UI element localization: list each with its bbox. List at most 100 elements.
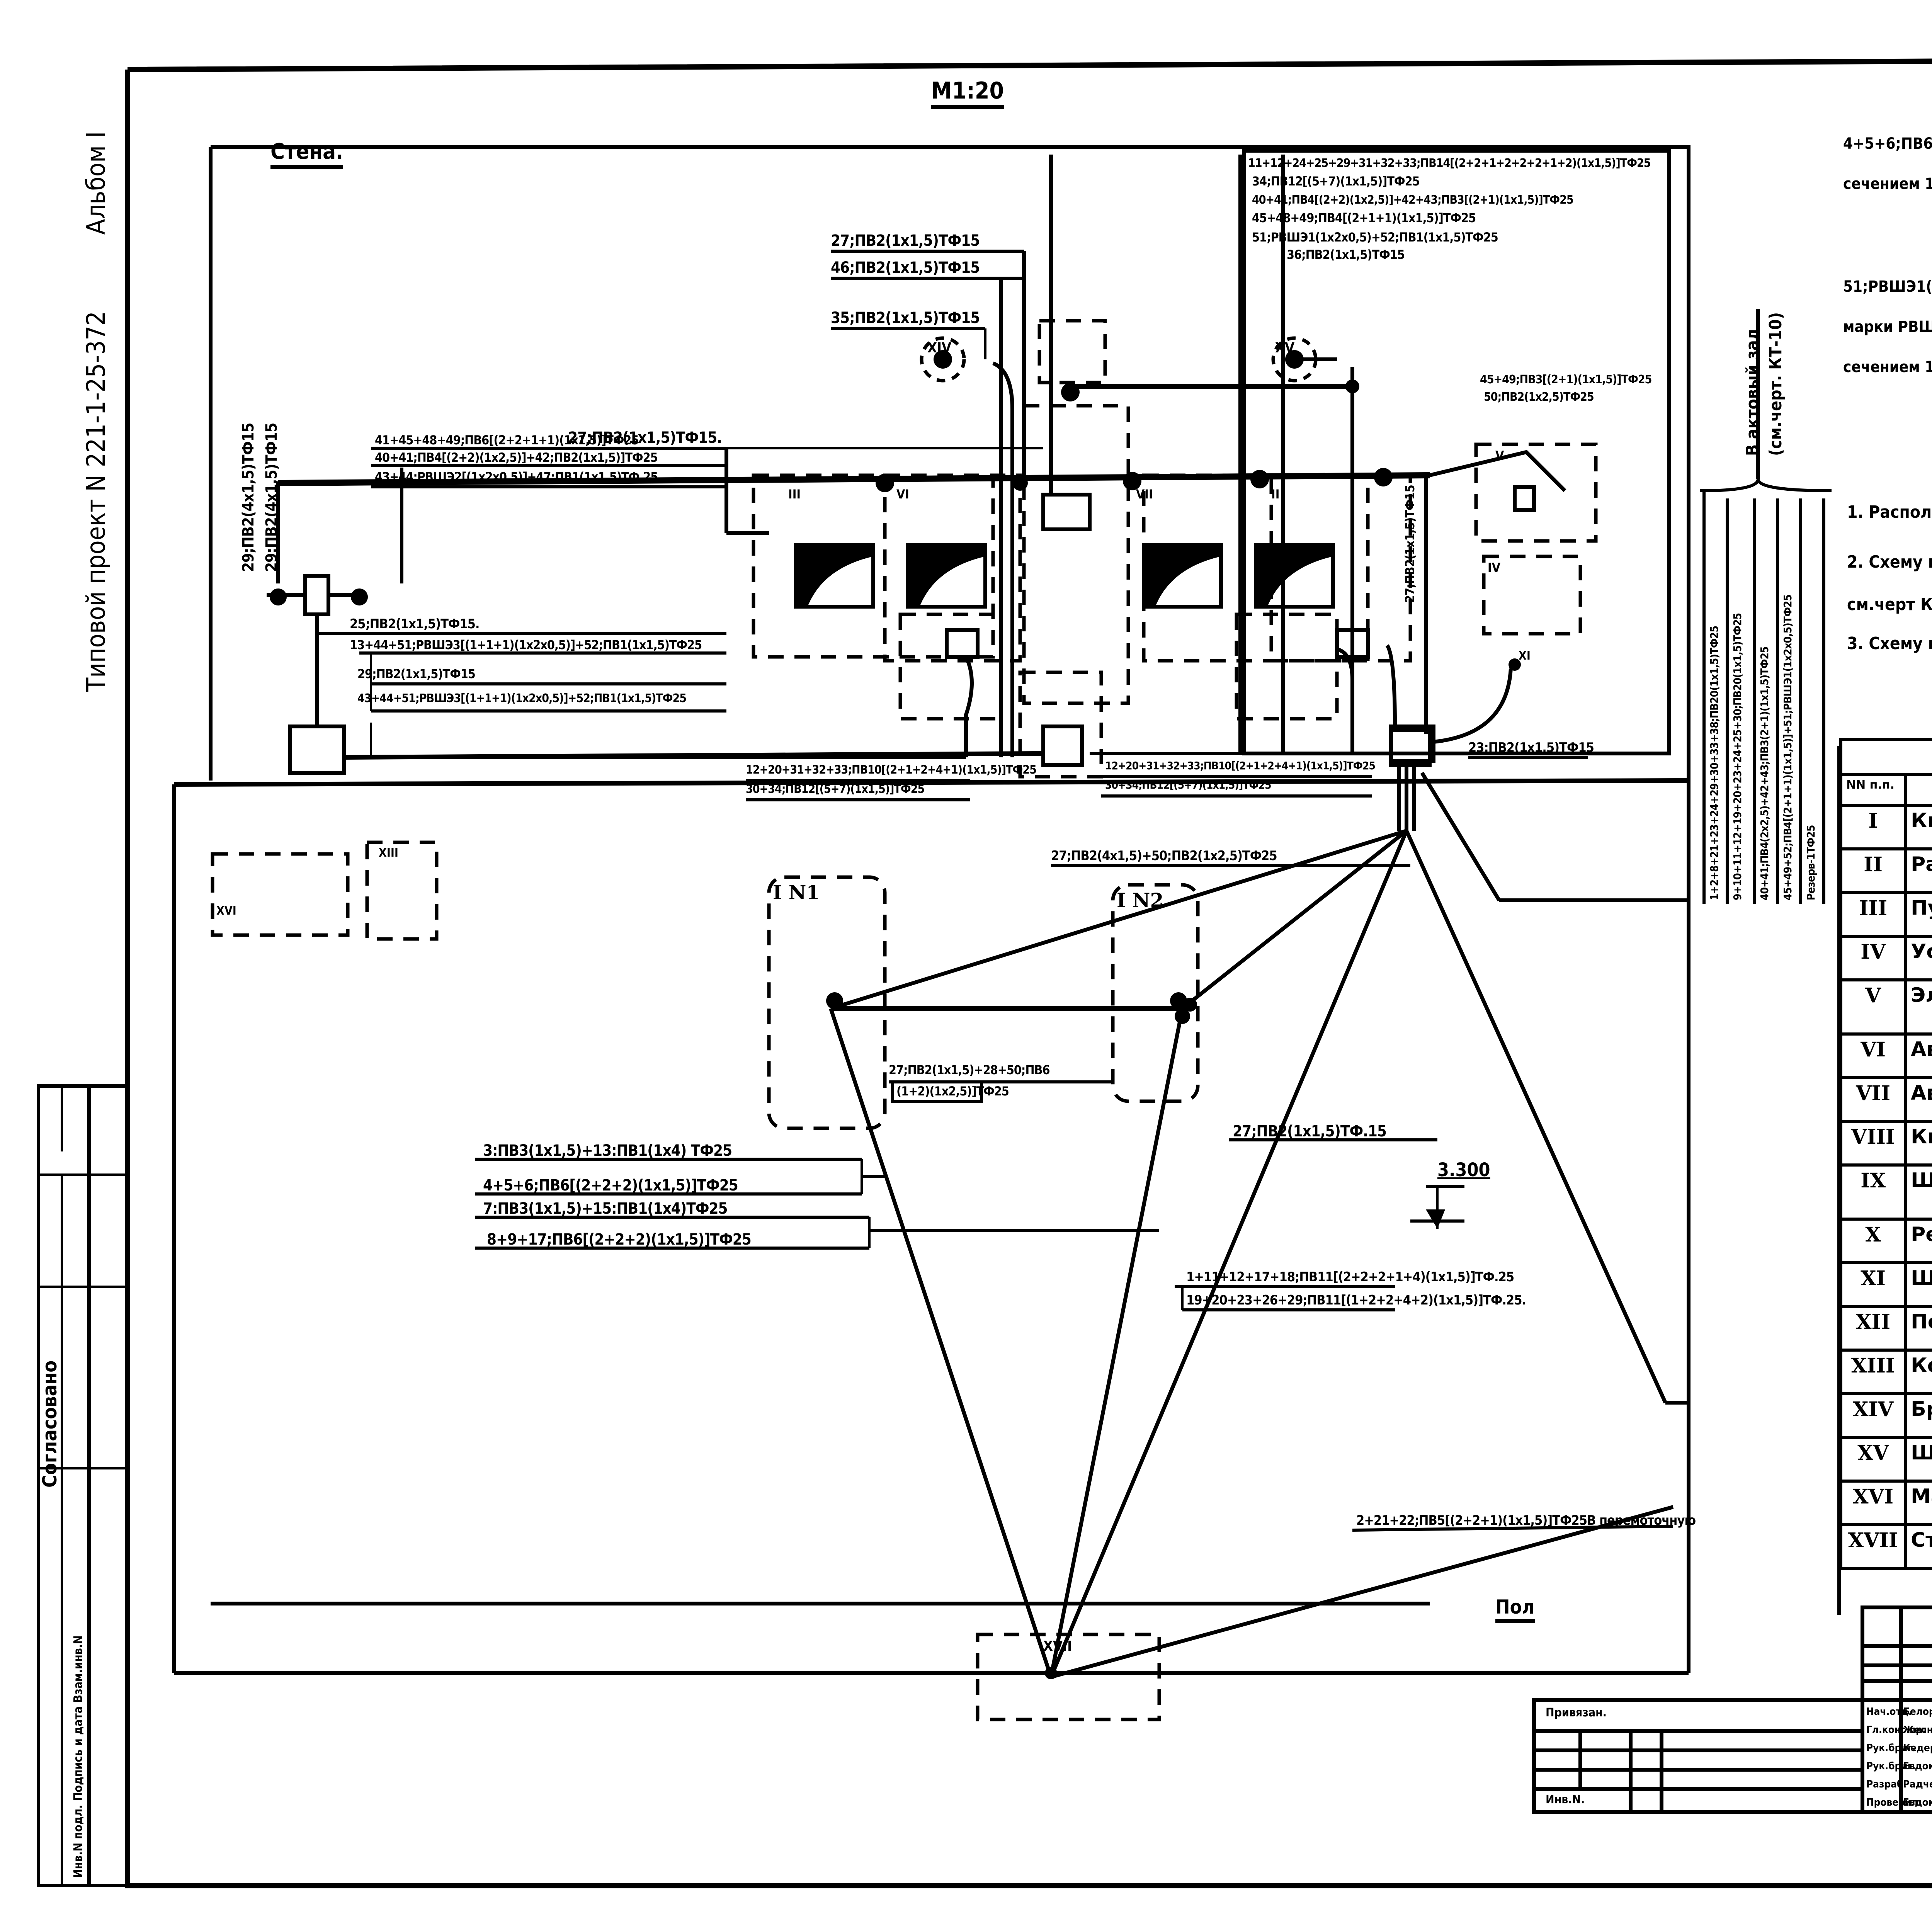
equipment-row: XIVБра2БХВ-00 [1839, 1392, 1932, 1439]
tag-XVI[interactable]: XVI [216, 904, 236, 918]
equipment-num: I [1839, 804, 1907, 850]
equipment-row: IXШкаф усилителя150У-155Из комплекта "Зв… [1839, 1163, 1932, 1221]
equipment-num: XIV [1839, 1392, 1907, 1439]
equipment-name: Кнопка выключения автозаслонок [1904, 1120, 1932, 1167]
signature-role: Рук.бриг. [1866, 1742, 1916, 1754]
equipment-name: Стол рабочий. [1904, 1523, 1932, 1570]
assembly-hall-label-2: (см.черт. КТ-10) [1766, 312, 1786, 456]
equipment-table-body: IКинопроектор широкоэкранный.2"Ксенон-1М… [1839, 804, 1932, 1570]
hall-bundle-label: 9+10+11+12+19+20+23+24+25+30;ПВ20(1х1,5)… [1731, 613, 1744, 900]
equipment-num: VIII [1839, 1120, 1907, 1167]
tag-XI[interactable]: XI [1519, 649, 1531, 663]
cable-label: 27;ПВ2(4х1,5)+50;ПВ2(1х2,5)ТФ25 [1051, 848, 1277, 864]
tag-projector-2[interactable]: I N2 [1117, 889, 1164, 912]
equipment-row: VIАвтозаслонка смотрового окна.216-ЗСО-1… [1839, 1032, 1932, 1079]
equipment-num: XIII [1839, 1349, 1907, 1395]
wall-label: Стена. [270, 139, 344, 169]
cable-label: 50;ПВ2(1х2,5)ТФ25 [1484, 390, 1594, 404]
bound-label: Привязан. [1546, 1706, 1607, 1719]
cable-label: 4+5+6;ПВ6[(2+2+2)(1х1,5)]ТФ25 [483, 1177, 738, 1194]
col-header-name: Наименование [1904, 773, 1932, 807]
junction-box [1389, 728, 1432, 767]
tag-projector-1[interactable]: I N1 [773, 881, 820, 904]
equipment-num: XI [1839, 1261, 1907, 1308]
tag-III[interactable]: III [788, 487, 801, 502]
equipment-num: XVI [1839, 1480, 1907, 1526]
cable-label: 8+9+17;ПВ6[(2+2+2)(1х1,5)]ТФ25 [487, 1231, 752, 1248]
tag-XV[interactable]: XV [1275, 340, 1295, 356]
cable-label: 1+11+12+17+18;ПВ11[(2+2+2+1+4)(1х1,5)]ТФ… [1186, 1269, 1514, 1285]
tag-II[interactable]: II [1271, 487, 1280, 502]
equipment-num: XVII [1839, 1523, 1907, 1570]
equipment-num: V [1839, 978, 1907, 1036]
room-wall-middle [173, 778, 1689, 787]
cable-label: 45+48+49;ПВ4[(2+1+1)(1х1,5)]ТФ25 [1252, 211, 1476, 225]
signature-name: Желновский [1903, 1724, 1932, 1736]
signature-role: Рук.бриг. [1866, 1760, 1916, 1772]
equipment-num: IX [1839, 1163, 1907, 1221]
floor-label: Пол [1495, 1596, 1535, 1623]
hall-bundle-label: 45+49+52;ПВ4[(2+1+1)(1х1,5)]+51;РВШЭ1(1х… [1781, 595, 1794, 900]
equipment-row: VIIIКнопка выключения автозаслонок1Е.93.… [1839, 1120, 1932, 1167]
equipment-row: XIIIКонтрольный громкоговоритель2Абонент… [1839, 1349, 1932, 1395]
equipment-row: IIIПульт дистанционного управления.255ПД… [1839, 891, 1932, 938]
level-mark: 3.300 [1437, 1159, 1490, 1181]
equipment-num: XV [1839, 1436, 1907, 1483]
tag-VI[interactable]: VI [896, 487, 909, 502]
tag-VII[interactable]: VII [1136, 487, 1153, 502]
project-caption: Типовой проект N 221-1-25-372 Альбом I [81, 131, 111, 692]
signature-name: Радченко [1903, 1779, 1932, 1790]
equipment-row: XVIIСтол рабочий.1 [1839, 1523, 1932, 1570]
hall-bundle-label: Резерв-1ТФ25 [1804, 825, 1817, 900]
equipment-name: Распределительное устройство [1904, 847, 1932, 894]
cable-label: 7:ПВ3(1х1,5)+15:ПВ1(1х4)ТФ25 [483, 1200, 728, 1218]
equipment-name: Автозаслонка смотрового окна. [1904, 1032, 1932, 1079]
equipment-name: Переходная коробка. [1904, 1305, 1932, 1352]
cable-block-frame [1242, 149, 1671, 755]
equipment-name: Электропитающее устройство. [1904, 978, 1932, 1036]
equipment-num: XII [1839, 1305, 1907, 1352]
tag-XIV[interactable]: XIV [927, 340, 952, 356]
equipment-num: VI [1839, 1032, 1907, 1079]
note-item-1: 1. Расположение и привязку оборудования … [1847, 502, 1932, 522]
tag-IV[interactable]: IV [1488, 560, 1500, 575]
equipment-num: III [1839, 891, 1907, 938]
cable-label: 19+20+23+26+29;ПВ11[(1+2+2+4+2)(1х1,5)]Т… [1186, 1293, 1526, 1308]
tag-XIII[interactable]: XIII [379, 846, 398, 860]
hall-bundle-label: 40+41;ПВ4(2х2,5)+42+43;ПВ3(2+1)(1х1,5)ТФ… [1758, 646, 1771, 900]
equipment-name: Устройство автоматизации кинопоказа. [1904, 935, 1932, 981]
cable-label: 41+45+48+49;ПВ6[(2+2+1+1)(1х1,5)]ТФ25 [375, 433, 639, 447]
equipment-name: Штепсельная розетка [1904, 1436, 1932, 1483]
tag-XVII[interactable]: XVII [1043, 1638, 1072, 1654]
cable-label: 27;ПВ2(1х1,5)ТФ15 [831, 232, 980, 250]
equipment-row: XРегулятор громкости.160К-45— " — [1839, 1218, 1932, 1264]
equipment-name: Контрольный громкоговоритель [1904, 1349, 1932, 1395]
signature-name: Евдокимов [1903, 1797, 1932, 1808]
hall-bundle-label: 1+2+8+21+23+24+29+30+33+38;ПВ20(1х1,5)ТФ… [1708, 626, 1721, 900]
equipment-num: VII [1839, 1076, 1907, 1123]
equipment-num: X [1839, 1218, 1907, 1264]
cable-label: 40+41;ПВ4[(2+2)(1х2,5)]+42+43;ПВ3[(2+1)(… [1252, 193, 1574, 207]
equipment-row: VIIАвтозаслонка проекционного окна216-ЗП… [1839, 1076, 1932, 1123]
cable-label: 46;ПВ2(1х1,5)ТФ15 [831, 259, 980, 277]
equipment-table-title: Экспликация оборудования. [1839, 738, 1932, 776]
equipment-name: Автозаслонка проекционного окна [1904, 1076, 1932, 1123]
cable-label: 36;ПВ2(1х1,5)ТФ15 [1287, 247, 1405, 262]
legend-paragraph-1: 4+5+6;ПВ6[(2+2+2)(1х1,5)]ТФ25- линии N4;… [1843, 135, 1932, 193]
cable-label: 27;ПВ2(1х1,5)ТФ.15 [1233, 1122, 1387, 1140]
signature-role: Нач.отд. [1866, 1706, 1912, 1718]
equipment-name: Бра [1904, 1392, 1932, 1439]
tag-V[interactable]: V [1495, 448, 1504, 463]
cable-label-vertical: 29;ПВ2(4х1,5)ТФ15 [263, 423, 281, 572]
cable-label: 30+34;ПВ12[(5+7)(1х1,5)]ТФ25 [746, 782, 925, 796]
equipment-num: II [1839, 847, 1907, 894]
equipment-name: Регулятор громкости. [1904, 1218, 1932, 1264]
equipment-row: XVШтепсельная розетка50327 [1839, 1436, 1932, 1483]
equipment-row: IIРаспределительное устройство1РУК-2/1 [1839, 847, 1932, 894]
cable-label: 30+34;ПВ12[(5+7)(1х1,5)]ТФ25 [1105, 779, 1271, 791]
cable-label: 13+44+51;РВШЭ3[(1+1+1)(1х2х0,5)]+52;ПВ1(… [350, 638, 702, 652]
scale-label: М1:20 [931, 77, 1004, 109]
room-wall-top [211, 145, 1690, 1673]
signature-role: Разраб. [1866, 1779, 1907, 1790]
stamp-caption: Инв.N подл. Подпись и дата Взам.инв.N [71, 1635, 85, 1878]
